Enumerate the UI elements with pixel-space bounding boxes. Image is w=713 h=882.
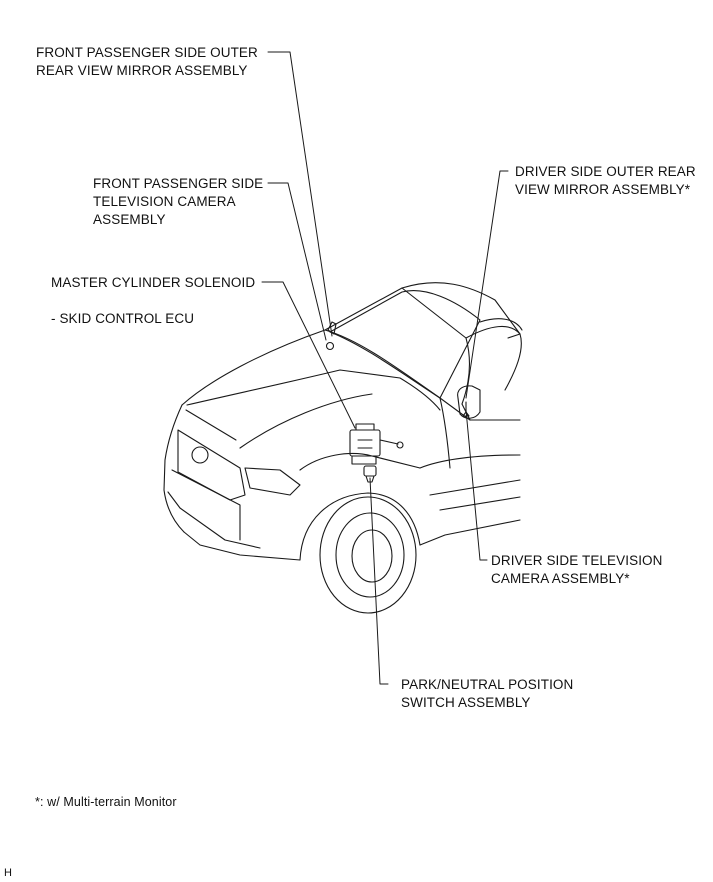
label-driver-outer-mirror: DRIVER SIDE OUTER REAR VIEW MIRROR ASSEM… xyxy=(515,164,696,197)
label-master-cylinder-solenoid: MASTER CYLINDER SOLENOID xyxy=(51,275,256,290)
corner-mark: H xyxy=(4,867,13,879)
label-park-neutral-switch: PARK/NEUTRAL POSITION SWITCH ASSEMBLY xyxy=(401,677,574,710)
leader-lines xyxy=(261,51,509,685)
label-driver-camera: DRIVER SIDE TELEVISION CAMERA ASSEMBLY* xyxy=(491,553,663,586)
label-front-passenger-camera: FRONT PASSENGER SIDE TELEVISION CAMERA A… xyxy=(93,176,264,227)
label-front-passenger-outer-mirror: FRONT PASSENGER SIDE OUTER REAR VIEW MIR… xyxy=(36,45,258,78)
label-skid-control-ecu: - SKID CONTROL ECU xyxy=(51,311,195,326)
footnote: *: w/ Multi-terrain Monitor xyxy=(35,795,177,809)
component-park-neutral-switch xyxy=(363,465,377,483)
component-master-cylinder xyxy=(349,423,404,465)
vehicle-body xyxy=(163,282,523,614)
component-driver-mirror xyxy=(457,385,481,419)
